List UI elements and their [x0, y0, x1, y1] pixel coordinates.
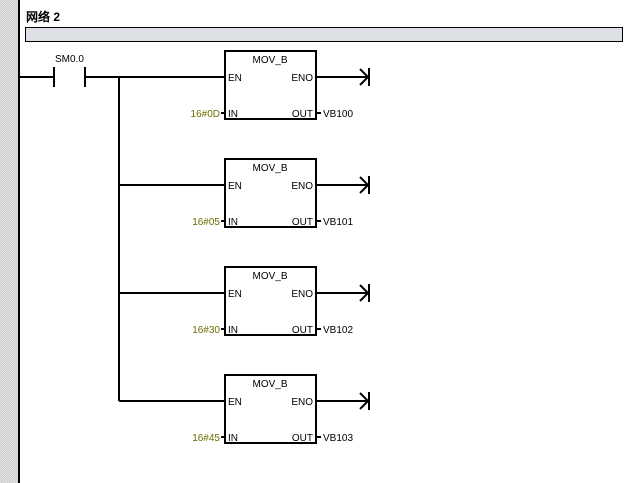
pin-in: IN	[228, 109, 238, 120]
out-operand: VB102	[323, 325, 353, 336]
pin-en: EN	[228, 181, 242, 192]
network-comment-field[interactable]	[25, 27, 623, 42]
out-operand: VB100	[323, 109, 353, 120]
network-title: 网络 2	[26, 10, 61, 24]
in-operand: 16#45	[192, 433, 220, 444]
block-box[interactable]	[224, 158, 317, 228]
pin-eno: ENO	[291, 181, 313, 192]
block-title: MOV_B	[252, 379, 287, 390]
in-operand: 16#0D	[191, 109, 220, 120]
contact-sm0-0[interactable]: SM0.0	[20, 54, 225, 87]
pin-en: EN	[228, 289, 242, 300]
in-operand: 16#30	[192, 325, 220, 336]
in-operand: 16#05	[192, 217, 220, 228]
pin-out: OUT	[292, 325, 313, 336]
pin-eno: ENO	[291, 289, 313, 300]
pin-eno: ENO	[291, 397, 313, 408]
out-operand: VB101	[323, 217, 353, 228]
editor-gutter	[0, 0, 18, 483]
block-title: MOV_B	[252, 163, 287, 174]
contact-address: SM0.0	[55, 54, 84, 65]
out-operand: VB103	[323, 433, 353, 444]
pin-en: EN	[228, 73, 242, 84]
pin-out: OUT	[292, 217, 313, 228]
pin-out: OUT	[292, 109, 313, 120]
mov-b-block[interactable]: MOV_B EN ENO IN OUT 16#0D VB100	[191, 50, 370, 120]
mov-b-block[interactable]: MOV_B EN ENO IN OUT 16#45 VB103	[119, 374, 370, 444]
mov-b-block[interactable]: MOV_B EN ENO IN OUT 16#30 VB102	[119, 266, 370, 336]
pin-eno: ENO	[291, 73, 313, 84]
mov-b-block[interactable]: MOV_B EN ENO IN OUT 16#05 VB101	[119, 158, 370, 228]
block-box[interactable]	[224, 374, 317, 444]
pin-in: IN	[228, 217, 238, 228]
left-power-rail	[18, 0, 20, 483]
block-box[interactable]	[224, 50, 317, 120]
block-title: MOV_B	[252, 55, 287, 66]
pin-in: IN	[228, 325, 238, 336]
pin-in: IN	[228, 433, 238, 444]
pin-en: EN	[228, 397, 242, 408]
pin-out: OUT	[292, 433, 313, 444]
block-box[interactable]	[224, 266, 317, 336]
block-title: MOV_B	[252, 271, 287, 282]
